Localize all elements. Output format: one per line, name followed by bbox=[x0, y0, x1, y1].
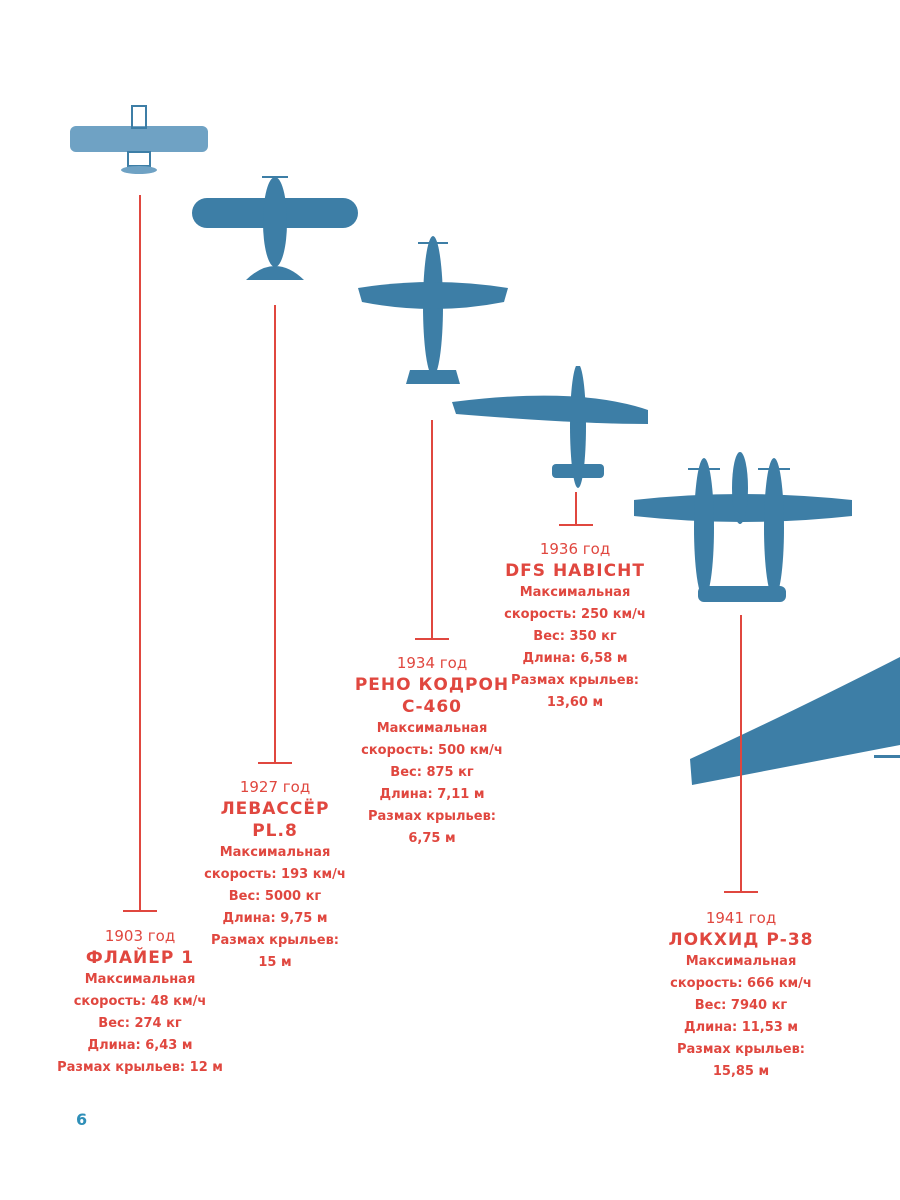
info-line: скорость: 666 км/ч bbox=[670, 976, 812, 991]
info-line: Размах крыльев: bbox=[367, 809, 497, 824]
timeline-line-1941 bbox=[740, 615, 742, 892]
aircraft-name: ФЛАЙЕР 1 bbox=[85, 948, 195, 968]
timeline-tick-1934 bbox=[415, 638, 449, 640]
flyer-1-plane-illustration bbox=[70, 105, 208, 174]
info-line: Вес: 350 кг bbox=[533, 629, 617, 644]
info-line: Вес: 274 кг bbox=[98, 1016, 182, 1031]
timeline-tick-1936 bbox=[559, 524, 593, 526]
info-line: Длина: 9,75 м bbox=[222, 911, 328, 926]
info-line: скорость: 250 км/ч bbox=[504, 607, 646, 622]
info-line: Максимальная bbox=[685, 954, 797, 969]
timeline-tick-1941 bbox=[724, 891, 758, 893]
timeline-line-1936 bbox=[575, 492, 577, 525]
caudron-plane-illustration bbox=[358, 236, 508, 384]
info-line: 15,85 м bbox=[712, 1064, 770, 1079]
aircraft-info-1941: 1941 год ЛОКХИД Р-38 Максимальная скорос… bbox=[621, 907, 861, 1083]
aircraft-info-1903: 1903 год ФЛАЙЕР 1 Максимальная скорость:… bbox=[20, 925, 260, 1079]
aircraft-name: PL.8 bbox=[252, 821, 298, 841]
timeline-tick-1903 bbox=[123, 910, 157, 912]
info-line: Вес: 5000 кг bbox=[228, 889, 322, 904]
info-line: Размах крыльев: 12 м bbox=[57, 1060, 223, 1075]
year: 1927 год bbox=[239, 778, 311, 796]
info-line: скорость: 193 км/ч bbox=[204, 867, 346, 882]
year: 1941 год bbox=[705, 909, 777, 927]
info-line: Длина: 11,53 м bbox=[684, 1020, 798, 1035]
year: 1903 год bbox=[104, 927, 176, 945]
info-line: Максимальная bbox=[219, 845, 331, 860]
partial-wing-illustration bbox=[690, 657, 900, 785]
aircraft-info-1936: 1936 год DFS HABICHT Максимальная скорос… bbox=[455, 538, 695, 714]
aircraft-info-1927: 1927 год ЛЕВАССЁР PL.8 Максимальная скор… bbox=[155, 776, 395, 974]
info-line: Максимальная bbox=[84, 972, 196, 987]
info-line: 13,60 м bbox=[546, 695, 604, 710]
aircraft-name: ЛЕВАССЁР bbox=[220, 799, 330, 819]
aircraft-name: С-460 bbox=[401, 697, 463, 717]
info-line: скорость: 48 км/ч bbox=[73, 994, 207, 1009]
timeline-tick-1927 bbox=[258, 762, 292, 764]
info-line: Длина: 6,43 м bbox=[87, 1038, 193, 1053]
lockheed-p38-plane-illustration bbox=[634, 452, 852, 602]
info-line: Размах крыльев: bbox=[676, 1042, 806, 1057]
page-number: 6 bbox=[76, 1110, 88, 1129]
aircraft-name: РЕНО КОДРОН bbox=[354, 675, 510, 695]
info-line: скорость: 500 км/ч bbox=[361, 743, 503, 758]
timeline-line-1934 bbox=[431, 420, 433, 639]
year: 1936 год bbox=[539, 540, 611, 558]
info-line: Длина: 6,58 м bbox=[522, 651, 628, 666]
info-line: 6,75 м bbox=[408, 831, 456, 846]
aircraft-info-1934: 1934 год РЕНО КОДРОН С-460 Максимальная … bbox=[312, 652, 552, 850]
info-line: Максимальная bbox=[376, 721, 488, 736]
info-line: Максимальная bbox=[519, 585, 631, 600]
info-line: Вес: 875 кг bbox=[390, 765, 474, 780]
year: 1934 год bbox=[396, 654, 468, 672]
info-line: Длина: 7,11 м bbox=[379, 787, 485, 802]
timeline-line-1903 bbox=[139, 195, 141, 911]
info-line: Размах крыльев: bbox=[210, 933, 340, 948]
habicht-plane-illustration bbox=[452, 366, 648, 488]
info-line: Вес: 7940 кг bbox=[694, 998, 788, 1013]
timeline-line-1927 bbox=[274, 305, 276, 763]
levasseur-plane-illustration bbox=[192, 176, 358, 280]
aircraft-name: DFS HABICHT bbox=[505, 561, 645, 581]
aircraft-name: ЛОКХИД Р-38 bbox=[668, 930, 814, 950]
info-line: Размах крыльев: bbox=[510, 673, 640, 688]
info-line: 15 м bbox=[258, 955, 292, 970]
